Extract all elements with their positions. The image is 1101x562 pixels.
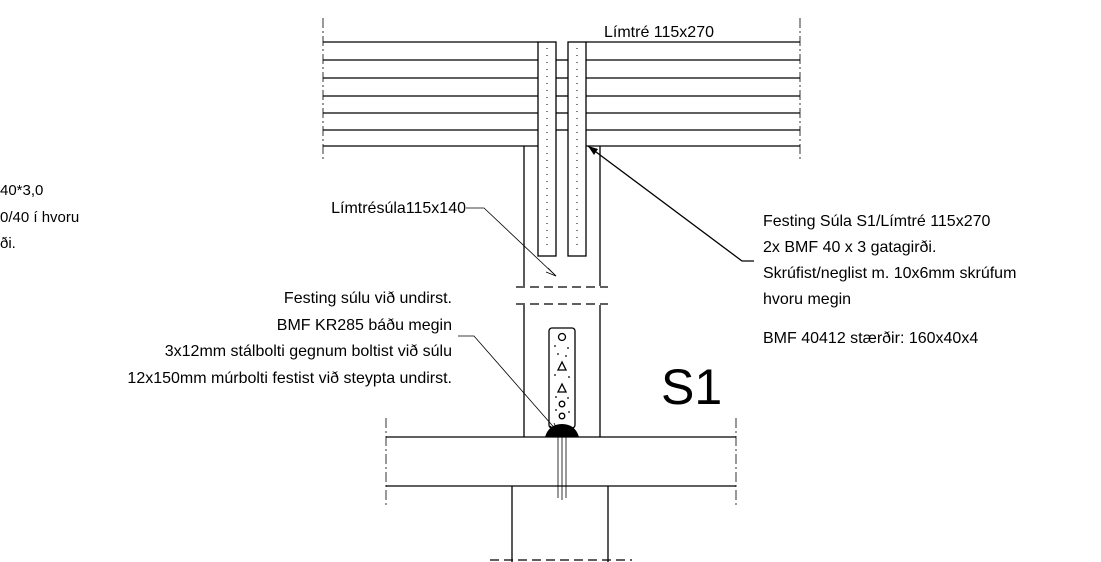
base-fix-line2: BMF KR285 báðu megin	[277, 317, 452, 334]
cut-left-line3: ði.	[0, 235, 16, 252]
section-mark: S1	[661, 359, 722, 415]
cut-left-line2: 0/40 í hvoru	[0, 209, 79, 226]
connection-label-line1: Festing Súla S1/Límtré 115x270	[763, 213, 990, 230]
base-fix-line4: 12x150mm múrbolti festist við steypta un…	[127, 370, 452, 387]
base-fix-line3: 3x12mm stálbolti gegnum boltist við súlu	[165, 343, 452, 360]
bmf-dimensions-label: BMF 40412 stærðir: 160x40x4	[763, 330, 978, 347]
foundation	[385, 418, 737, 562]
steel-plates	[537, 41, 587, 257]
anchor-bolt	[557, 437, 567, 500]
base-fix-line1: Festing súlu við undirst.	[284, 290, 452, 307]
connection-label-line2: 2x BMF 40 x 3 gatagirði.	[763, 239, 936, 256]
column-label: Límtrésúla115x140	[331, 200, 466, 217]
leader-lines	[458, 145, 754, 433]
glulam-column	[516, 146, 608, 437]
connection-label-line3: Skrúfist/neglist m. 10x6mm skrúfum	[763, 265, 1016, 282]
beam-title: Límtré 115x270	[604, 24, 714, 41]
glulam-beam	[322, 18, 801, 160]
connection-label-line4: hvoru megin	[763, 291, 851, 308]
cut-left-line1: 40*3,0	[0, 182, 43, 199]
base-bracket	[545, 327, 579, 437]
